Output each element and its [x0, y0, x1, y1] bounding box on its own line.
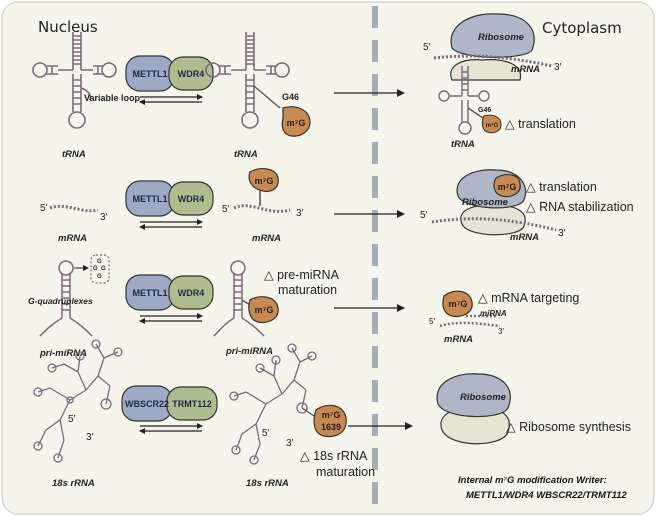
ribosome-label-2: Ribosome — [462, 197, 509, 208]
mrna-label-mid: mRNA — [252, 233, 281, 244]
rrna-18s-right — [229, 343, 317, 465]
footnote-line2: METTL1/WDR4 WBSCR22/TRMT112 — [466, 490, 628, 501]
mrna-3prime-cyto-2: 3′ — [558, 228, 566, 239]
m7g-label-mrna: m⁷G — [255, 176, 274, 186]
rrna-position-label: 1639 — [321, 422, 341, 432]
trna-label-middle: tRNA — [234, 149, 258, 160]
wbscr22-label: WBSCR22 — [125, 399, 169, 409]
effect-rna-stabilization: △ RNA stabilization — [526, 200, 634, 214]
rrna-3prime-right: 3′ — [286, 438, 294, 449]
mrna-label-cyto-2: mRNA — [510, 232, 539, 243]
g-letter-3: G — [101, 266, 106, 272]
wbscr22-trmt112-complex — [121, 385, 218, 422]
mrna-5prime-cyto-2: 5′ — [420, 210, 428, 221]
mrna-strand-1 — [433, 54, 553, 68]
g46-label: G46 — [282, 92, 299, 102]
mrna-label-left: mRNA — [58, 233, 87, 244]
wdr4-label-2: WDR4 — [178, 194, 205, 204]
mirna-label: miRNA — [480, 309, 507, 318]
equilibrium-arrows-4 — [139, 423, 203, 434]
pri-mirna-left — [39, 260, 93, 337]
effect-pre-mirna-line1: △ pre-miRNA — [264, 268, 340, 282]
m7g-mark-rrna — [313, 404, 347, 438]
effect-translation-2: △ translation — [526, 180, 597, 194]
mrna-5prime-1: 5′ — [423, 42, 431, 53]
mrna-3prime-mid: 3′ — [296, 208, 304, 219]
m7g-label-pri-mirna: m⁷G — [255, 305, 274, 315]
mrna-strand-left — [49, 204, 99, 213]
pri-mirna-right — [213, 260, 265, 337]
footnote-line1: Internal m⁷G modification Writer: — [458, 475, 607, 486]
effect-rrna-line2: maturation — [316, 465, 375, 479]
m7g-mark-pri-mirna — [248, 296, 279, 324]
rrna-5prime-left: 5′ — [68, 414, 76, 425]
effect-ribosome-synthesis: △ Ribosome synthesis — [506, 420, 631, 434]
rrna-18s-left — [33, 339, 123, 463]
g-quadruplex-box — [90, 254, 110, 284]
nucleus-title: Nucleus — [38, 18, 98, 36]
mrna-label-ribosome-1: mRNA — [511, 64, 540, 75]
pri-mirna-label-left: pri-miRNA — [39, 348, 87, 359]
rrna-5prime-right: 5′ — [262, 428, 270, 439]
ribosome-label-1: Ribosome — [478, 32, 525, 43]
mettl1-label-3: METTL1 — [133, 288, 168, 298]
trna-label-cyto: tRNA — [451, 139, 475, 150]
mrna-3prime-left: 3′ — [100, 212, 108, 223]
variable-loop-label: Variable loop — [84, 93, 141, 103]
g-quadruplexes-label: G-quadruplexes — [28, 296, 93, 306]
trna-unmodified — [32, 32, 117, 129]
mrna-strand-target — [439, 321, 501, 328]
equilibrium-arrows-1 — [139, 94, 203, 105]
mrna-3prime-1: 3′ — [554, 62, 562, 73]
ribosome-label-4: Ribosome — [460, 392, 507, 403]
mrna-5prime-left: 5′ — [40, 203, 48, 214]
effect-pre-mirna-line2: maturation — [278, 283, 337, 297]
equilibrium-arrows-3 — [139, 313, 203, 324]
m7g-label-mirna: m⁷G — [449, 299, 468, 309]
mrna-strand-cyto-2 — [431, 217, 557, 232]
wdr4-label-1: WDR4 — [178, 69, 205, 79]
m7g-mark-trna — [281, 106, 311, 137]
m7g-mark-trna-cyto — [481, 114, 502, 134]
ribosome-4 — [436, 373, 511, 445]
trna-label-left: tRNA — [62, 149, 86, 160]
rrna-label-left: 18s rRNA — [52, 478, 95, 489]
mettl1-wdr4-complex-2 — [125, 180, 214, 217]
rrna-3prime-left: 3′ — [86, 432, 94, 443]
g46-label-cyto: G46 — [478, 107, 491, 114]
rrna-label-right: 18s rRNA — [246, 478, 289, 489]
wdr4-label-3: WDR4 — [178, 288, 205, 298]
g-letter-2: G — [93, 266, 98, 272]
mettl1-wdr4-complex-1 — [125, 55, 214, 92]
trna-modified — [205, 32, 290, 129]
m7g-label-rrna: m⁷G — [322, 410, 341, 420]
effect-translation-1: △ translation — [505, 117, 576, 131]
mrna-5prime-target: 5′ — [429, 317, 435, 326]
effect-rrna-line1: △ 18s rRNA — [300, 449, 368, 463]
g-letter-1: G — [97, 259, 102, 265]
mrna-5prime-mid: 5′ — [222, 204, 230, 215]
g-letter-4: G — [97, 274, 102, 280]
cytoplasm-title: Cytoplasm — [542, 19, 622, 37]
m7g-mark-ribosome-2 — [493, 174, 521, 198]
mrna-3prime-target: 3′ — [498, 327, 504, 336]
mettl1-label-1: METTL1 — [133, 69, 168, 79]
m7g-label-trna: m⁷G — [287, 118, 306, 128]
mrna-label-target: mRNA — [444, 334, 473, 345]
equilibrium-arrows-2 — [139, 219, 203, 230]
effect-mrna-targeting: △ mRNA targeting — [478, 291, 579, 305]
pri-mirna-label-right: pri-miRNA — [225, 346, 273, 357]
m7g-label-trna-cyto: m⁷G — [486, 123, 499, 129]
trmt112-label: TRMT112 — [172, 399, 212, 409]
m7g-mark-mrna — [248, 168, 279, 193]
mettl1-wdr4-complex-3 — [125, 274, 214, 311]
m7g-label-ribosome-2: m⁷G — [498, 182, 517, 192]
mrna-strand-mid — [233, 204, 291, 213]
m7g-mark-mirna — [442, 290, 473, 318]
mettl1-label-2: METTL1 — [133, 194, 168, 204]
